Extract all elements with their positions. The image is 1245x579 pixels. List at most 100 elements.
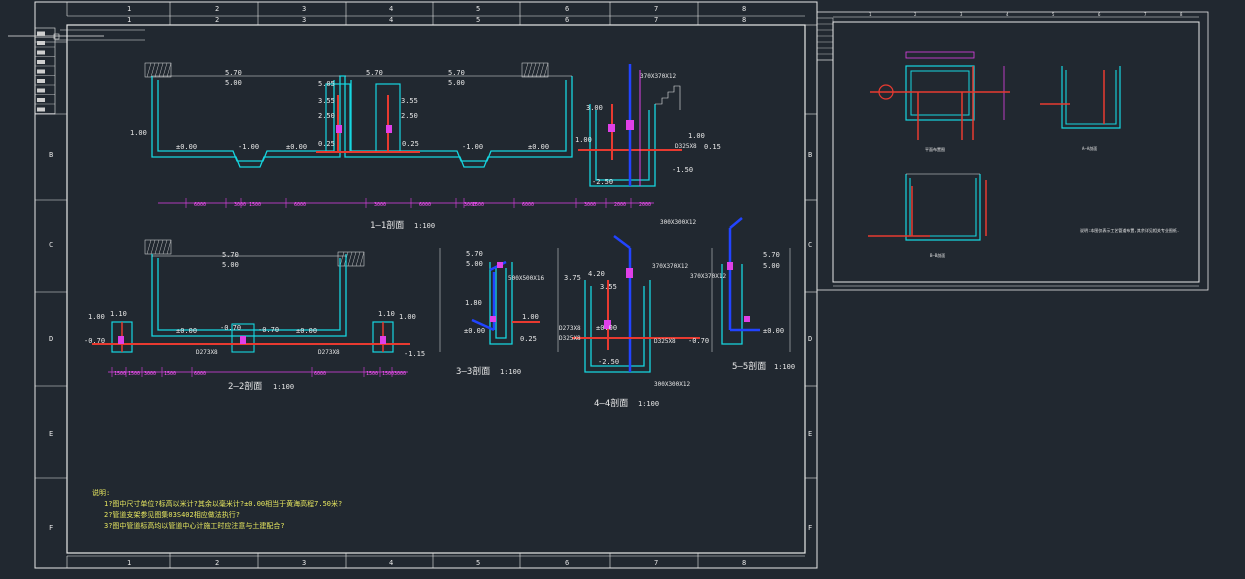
elev-label: ±0.00 bbox=[296, 327, 317, 335]
dim-label: 1500 bbox=[249, 202, 261, 208]
view-title: A—A剖面 bbox=[1082, 145, 1097, 151]
col-label: 8 bbox=[742, 559, 746, 567]
elev-label: 1.10 bbox=[110, 310, 127, 318]
elev-label: 1.80 bbox=[465, 299, 482, 307]
note-line: 3?图中管道标高均以管道中心计施工时应注意与土建配合? bbox=[104, 521, 285, 530]
row-label: D bbox=[808, 335, 812, 343]
elev-label: 1.00 bbox=[130, 129, 147, 137]
section-3-3-labels: 5.70 5.00 1.80 ±0.00 1.00 0.25 500X500X1… bbox=[456, 250, 545, 377]
section-scale: 1:100 bbox=[273, 383, 294, 391]
section-scale: 1:100 bbox=[638, 400, 659, 408]
dim-label: 3000 bbox=[144, 371, 156, 377]
col-label: 3 bbox=[302, 16, 306, 24]
elev-label: -1.15 bbox=[404, 350, 425, 358]
col-label: 5 bbox=[1052, 12, 1055, 17]
elev-label: 1.00 bbox=[522, 313, 539, 321]
ground-hatch bbox=[154, 62, 160, 78]
col-label: 6 bbox=[565, 559, 569, 567]
notes-heading: 说明: bbox=[92, 488, 110, 497]
ground-hatch bbox=[539, 62, 545, 78]
elev-label: 3.55 bbox=[600, 283, 617, 291]
col-label: 7 bbox=[1144, 12, 1147, 17]
ground-hatch bbox=[351, 251, 357, 267]
section-3-3[interactable] bbox=[439, 248, 559, 352]
note-line: 2?管道支架参见图集03S402相应做法执行? bbox=[104, 510, 240, 519]
pipe-label: 370X370X12 bbox=[640, 73, 677, 80]
ground-hatch bbox=[158, 239, 164, 255]
title-glyph bbox=[37, 107, 45, 112]
ground-hatch bbox=[146, 62, 152, 78]
pipe-label: D325X8 bbox=[675, 143, 697, 150]
dim-label: 6000 bbox=[194, 202, 206, 208]
ground-hatch bbox=[543, 62, 549, 78]
dim-label: 1500 bbox=[382, 371, 394, 377]
row-label: E bbox=[808, 430, 812, 438]
section-4-4[interactable] bbox=[572, 235, 700, 373]
notes-block: 说明: 1?图中尺寸单位?标高以米计?其余以毫米计?±0.00相当于黄海高程7.… bbox=[92, 488, 342, 530]
elev-label: ±0.00 bbox=[286, 143, 307, 151]
ground-hatch bbox=[523, 62, 529, 78]
elev-label: 2.50 bbox=[318, 112, 335, 120]
col-label: 7 bbox=[654, 5, 658, 13]
col-label: 8 bbox=[742, 5, 746, 13]
section-scale: 1:100 bbox=[414, 222, 435, 230]
elev-label: ±0.00 bbox=[176, 143, 197, 151]
section-title: 1—1剖面 bbox=[370, 219, 404, 231]
elev-label: 5.00 bbox=[448, 79, 465, 87]
sheet2-frame[interactable] bbox=[816, 11, 1209, 291]
col-label: 6 bbox=[1098, 12, 1101, 17]
elev-label: 3.00 bbox=[586, 104, 603, 112]
section-5-5[interactable] bbox=[711, 217, 791, 352]
row-labels: B C D E F B C D E F bbox=[49, 151, 812, 532]
ground-hatch bbox=[166, 62, 172, 78]
dim-label: 3000 bbox=[374, 202, 386, 208]
dim-label: 3000 bbox=[394, 371, 406, 377]
title-glyph bbox=[37, 79, 45, 83]
elev-label: 1.00 bbox=[575, 136, 592, 144]
row-label: F bbox=[808, 524, 812, 532]
row-label: B bbox=[49, 151, 53, 159]
col-label: 7 bbox=[654, 559, 658, 567]
col-label: 5 bbox=[476, 5, 480, 13]
elev-label: 4.20 bbox=[588, 270, 605, 278]
elev-label: 5.70 bbox=[448, 69, 465, 77]
view-title: B—B剖面 bbox=[930, 252, 945, 258]
elev-label: -1.00 bbox=[462, 143, 483, 151]
col-label: 3 bbox=[302, 5, 306, 13]
col-label: 3 bbox=[960, 12, 963, 17]
ground-hatch bbox=[347, 251, 353, 267]
title-glyph bbox=[37, 98, 45, 102]
elev-label: 5.05 bbox=[318, 80, 335, 88]
title-glyph bbox=[37, 88, 45, 93]
elev-label: -0.70 bbox=[688, 337, 709, 345]
dim-label: 6000 bbox=[419, 202, 431, 208]
section-scale: 1:100 bbox=[500, 368, 521, 376]
sheet2-labels: 平面布置图 A—A剖面 B—B剖面 说明:本图仅表示工艺管道布置,其余详见相关专… bbox=[869, 12, 1183, 258]
col-label: 8 bbox=[742, 16, 746, 24]
col-label: 1 bbox=[869, 12, 872, 17]
pipe-label: D273X8 bbox=[559, 325, 581, 332]
elev-label: -0.70 bbox=[220, 324, 241, 332]
note-line: 1?图中尺寸单位?标高以米计?其余以毫米计?±0.00相当于黄海高程7.50米? bbox=[104, 499, 342, 508]
ground-hatch bbox=[154, 239, 160, 255]
elev-label: 3.55 bbox=[401, 97, 418, 105]
elev-label: 0.25 bbox=[520, 335, 537, 343]
elev-label: 0.25 bbox=[318, 140, 335, 148]
elev-label: 5.70 bbox=[222, 251, 239, 259]
section-scale: 1:100 bbox=[774, 363, 795, 371]
row-label: D bbox=[49, 335, 53, 343]
dim-label: 3000 bbox=[464, 202, 476, 208]
col-label: 8 bbox=[1180, 12, 1183, 17]
title-glyph bbox=[37, 69, 45, 74]
dim-label: 1500 bbox=[164, 371, 176, 377]
section-title: 2—2剖面 bbox=[228, 380, 262, 392]
col-label: 4 bbox=[1006, 12, 1009, 17]
col-label: 1 bbox=[127, 559, 131, 567]
elev-label: -1.00 bbox=[238, 143, 259, 151]
elev-label: 5.00 bbox=[222, 261, 239, 269]
row-label: E bbox=[49, 430, 53, 438]
elev-label: -1.50 bbox=[672, 166, 693, 174]
